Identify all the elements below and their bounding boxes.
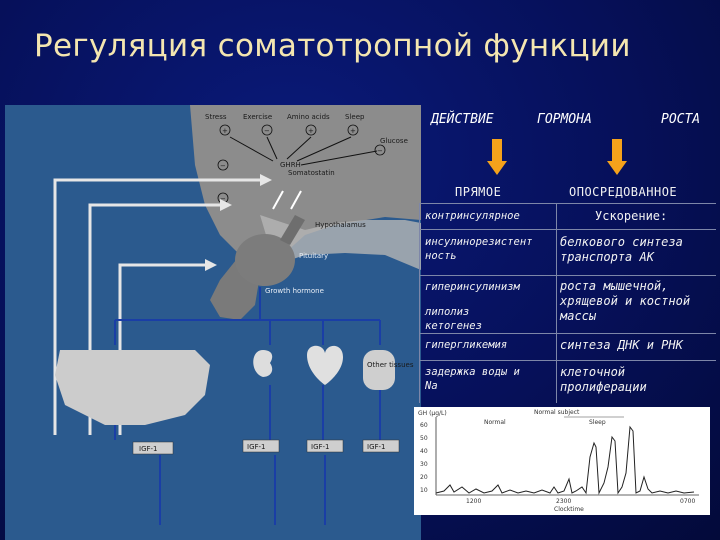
direct-row-3: гиперинсулинизм [425, 281, 520, 293]
direct-row-2: инсулинорезистент ность [425, 236, 533, 262]
svg-text:20: 20 [420, 474, 428, 481]
indirect-row-4: синтеза ДНК и РНК [560, 338, 683, 352]
indirect-row-2: белкового синтеза транспорта АК [560, 235, 683, 264]
slide-title: Регуляция соматотропной функции [34, 28, 631, 64]
other-tissues-label: Other tissues [367, 361, 414, 369]
xtick-3: 0700 [680, 498, 695, 505]
graph-xlabel: Clocktime [554, 506, 584, 513]
growth-hormone-label: Growth hormone [265, 287, 324, 295]
graph-legend: Normal subject [534, 409, 580, 416]
svg-text:60: 60 [420, 422, 428, 429]
stress-label: Stress [205, 113, 227, 121]
igf-label-liver: IGF-1 [139, 445, 158, 453]
svg-text:+: + [308, 127, 314, 135]
sleep-label: Sleep [345, 113, 365, 121]
gh-secretion-graph: GH (μg/L) Normal subject Normal Sleep 60… [414, 407, 710, 515]
arrow-down-icon [607, 139, 627, 175]
header-word-1: ДЕЙСТВИЕ [431, 112, 494, 127]
arrow-down-icon [487, 139, 507, 175]
amino-label: Amino acids [287, 113, 330, 121]
igf-label-kidney: IGF-1 [247, 443, 266, 451]
header-word-3: РОСТА [661, 112, 701, 127]
glucose-label: Glucose [380, 137, 408, 145]
svg-text:+: + [222, 127, 228, 135]
svg-text:−: − [264, 127, 270, 135]
igf-label-other: IGF-1 [367, 443, 386, 451]
graph-sleep-label: Sleep [589, 419, 606, 426]
indirect-row-3: роста мышечной, хрящевой и костной массы [560, 279, 691, 323]
direct-row-4: липолиз кетогенез [425, 306, 482, 332]
svg-text:40: 40 [420, 448, 428, 455]
igf-label-heart: IGF-1 [311, 443, 330, 451]
action-table: ДЕЙСТВИЕ ГОРМОНА РОСТА ПРЯМОЕ ОПОСРЕДОВА… [419, 105, 720, 405]
svg-text:30: 30 [420, 461, 428, 468]
gh-regulation-diagram: Stress Exercise Amino acids Sleep Glucos… [5, 105, 421, 540]
xtick-1: 1200 [466, 498, 481, 505]
sign-circles: + − + + − − − [217, 124, 386, 204]
hypothalamus-label: Hypothalamus [315, 221, 366, 229]
svg-text:+: + [350, 127, 356, 135]
indirect-row-5: клеточной пролиферации [560, 365, 647, 394]
pituitary-label: Pituitary [299, 252, 328, 260]
somatostatin-label: Somatostatin [288, 169, 335, 177]
xtick-2: 2300 [556, 498, 571, 505]
direct-row-6: задержка воды и Na [425, 366, 520, 392]
col-direct: ПРЯМОЕ [455, 185, 502, 199]
exercise-label: Exercise [243, 113, 272, 121]
direct-row-5: гипергликемия [425, 339, 508, 351]
indirect-row-1: Ускорение: [595, 209, 668, 223]
svg-text:−: − [220, 162, 226, 170]
graph-normal-label: Normal [484, 419, 506, 426]
direct-row-1: контринсулярное [425, 210, 520, 222]
col-indirect: ОПОСРЕДОВАННОЕ [569, 185, 678, 199]
svg-text:−: − [220, 195, 226, 203]
ghrh-label: GHRH [280, 161, 301, 169]
header-word-2: ГОРМОНА [537, 112, 592, 127]
graph-ylabel: GH (μg/L) [418, 410, 447, 417]
svg-text:50: 50 [420, 435, 428, 442]
svg-text:10: 10 [420, 487, 428, 494]
svg-text:−: − [377, 147, 383, 155]
